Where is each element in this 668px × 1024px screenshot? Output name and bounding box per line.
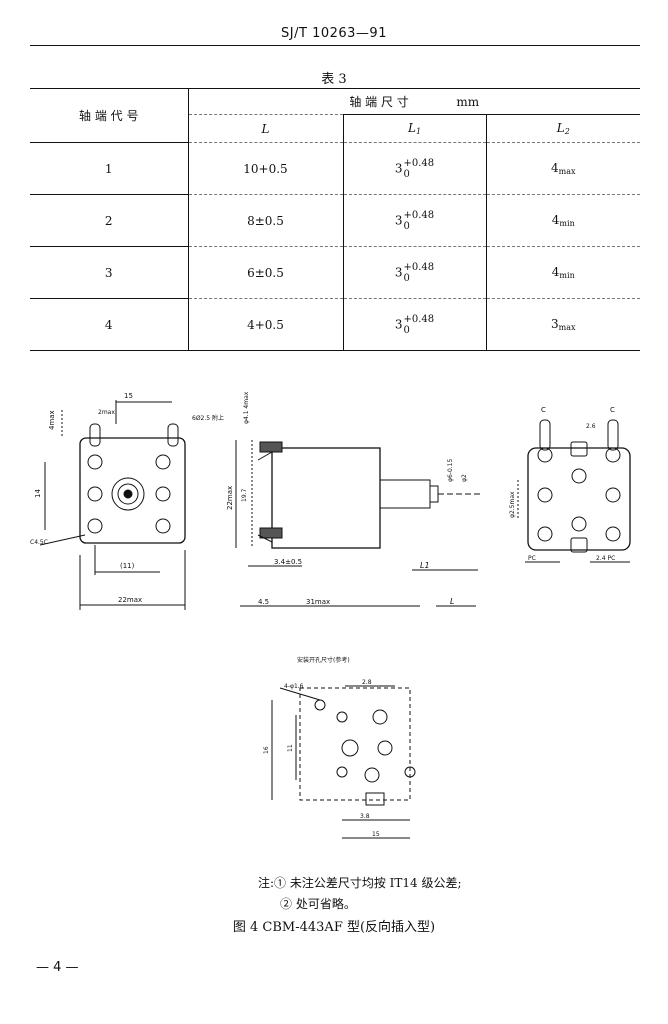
back-view: C C 2.6 φ2.5max PC 2.4 PC [509,406,631,563]
mounting-hole-view: 安装开孔尺寸(参考) 4-φ1.6 2.8 16 11 3.8 15 [263,656,416,839]
cell-L1-base: 3 [394,213,403,227]
header-shaft-dimensions: 轴 端 尺 寸 mm [187,88,640,115]
header-rule [30,45,640,46]
header-L1: L1 [342,114,486,143]
mount-title: 安装开孔尺寸(参考) [297,656,350,664]
side-view: φ4.1 4max 22max 19.7 φ6-0.15 φ2 3.4±0.5 … [226,391,480,607]
tol-lower: 0 [403,272,410,284]
cell-L2: 4min [485,194,640,247]
label-back-bl: PC [528,555,536,562]
header-unit: mm [456,95,480,109]
header-axis-code: 轴 端 代 号 [79,109,139,123]
header-L2: L2 [485,114,640,143]
label-top-dim: 15 [124,392,133,400]
cell-L2-base: 4 [551,265,560,279]
label-c-right: C [610,406,615,414]
cell-L2-sub: min [559,271,575,280]
cell-L2-sub: max [558,167,576,176]
cell-L2-base: 4 [550,161,559,175]
label-mid: 19.7 [241,488,248,502]
page-number: — 4 — [36,960,79,975]
cell-code: 2 [30,194,188,247]
label-back-top: 2.6 [586,423,596,430]
cell-L2: 3max [485,298,640,351]
cell-L1-base: 3 [394,265,403,279]
figure-caption: 图 4 CBM-443AF 型(反向插入型) [232,920,436,935]
mount-bottom-dim: 3.8 [360,813,370,820]
label-back-br: 2.4 PC [596,555,615,562]
tol-upper: +0.48 [403,313,435,325]
cell-L1-base: 3 [394,161,403,175]
label-shaft2: φ2 [461,474,468,482]
cell-code: 3 [30,246,188,299]
mount-hole-label: 4-φ1.6 [284,683,304,690]
header-L: L [187,114,343,143]
cell-code: 4 [30,298,188,351]
mount-width-dim: 15 [372,831,380,838]
tol-upper: +0.48 [403,209,435,221]
mount-height-dim: 16 [263,746,270,754]
tol-lower: 0 [403,220,410,232]
label-L: L [450,597,454,606]
label-height: 4max [48,410,56,430]
label-L1: L1 [420,561,430,570]
front-view: 4max 15 2max 6Ø2.5 附上 14 (11) 22max C4.5… [30,392,224,610]
label-side-height: 22max [226,486,234,510]
label-c-left: C [541,406,546,414]
cell-L2: 4max [485,142,640,195]
standard-code: SJ/T 10263—91 [281,26,387,41]
cell-L: 4+0.5 [187,298,343,351]
tol-upper: +0.48 [403,157,435,169]
technical-drawings: 4max 15 2max 6Ø2.5 附上 14 (11) 22max C4.5… [30,391,631,839]
tol-lower: 0 [403,324,410,336]
header-L2-sub: 2 [564,127,570,136]
tol-upper: +0.48 [403,261,435,273]
cell-L1-base: 3 [394,317,403,331]
label-shaft: φ6-0.15 [447,459,454,482]
note-line-1: 注:① 未注公差尺寸均按 IT14 级公差; [258,876,462,890]
mount-top-dim: 2.8 [362,679,372,686]
label-base-dim: (11) [120,562,135,570]
label-width-dim: 22max [118,596,142,604]
header-L2-base: L [556,121,565,135]
label-length: 31max [306,598,330,606]
label-top: φ4.1 4max [243,391,250,424]
label-back-side: φ2.5max [509,491,516,518]
label-pin: 2max [98,409,115,416]
tol-lower: 0 [403,168,410,180]
cell-code: 1 [30,142,188,195]
cell-L2: 4min [485,246,640,299]
label-hole-note: 6Ø2.5 附上 [192,414,224,422]
cell-L: 8±0.5 [187,194,343,247]
dimension-table: 轴 端 代 号 轴 端 尺 寸 mm L L1 L2 1 10+0.5 3+0.… [30,88,640,351]
label-side-dim: 14 [34,489,42,498]
cell-L: 6±0.5 [187,246,343,299]
mount-inner-dim: 11 [287,744,294,752]
cell-L: 10+0.5 [187,142,343,195]
cell-L2-sub: max [558,323,576,332]
label-left-dim: 3.4±0.5 [274,558,302,566]
note-line-2: ② 处可省略。 [280,897,356,911]
cell-L2-base: 3 [550,317,559,331]
header-group-label: 轴 端 尺 寸 [349,95,409,109]
label-left-small: 4.5 [258,598,269,606]
table-caption: 表 3 [321,72,347,87]
header-L1-sub: 1 [415,127,422,136]
cell-L2-base: 4 [551,213,560,227]
label-slot: C4.5C [30,539,48,546]
header-L1-base: L [407,121,416,135]
cell-L2-sub: min [559,219,575,228]
